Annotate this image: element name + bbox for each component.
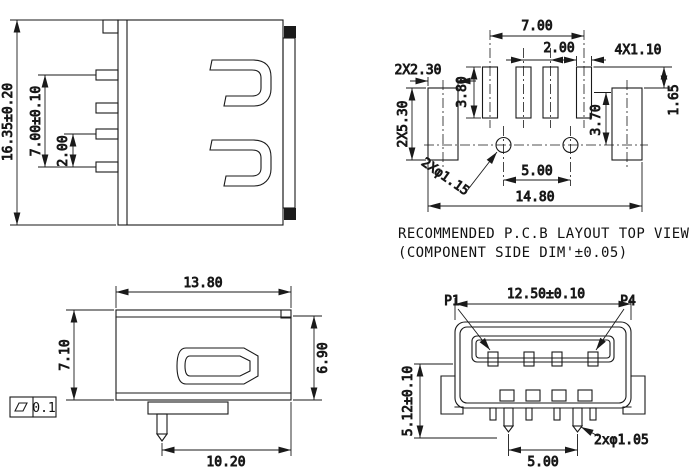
mounting-leg xyxy=(147,401,229,442)
latch-detail-outer xyxy=(176,347,259,385)
contact-3 xyxy=(551,351,563,367)
pcb-caption-line2: (COMPONENT SIDE DIM'±0.05) xyxy=(398,245,628,261)
dim-text-shield-pad-length: 2X5.30 xyxy=(396,101,411,148)
dim-overall-height: 16.35±0.20 xyxy=(1,19,116,226)
dim-overall-width: 14.80 xyxy=(427,162,643,212)
view-side-profile: 0.1 13.80 7.10 6.90 10.20 xyxy=(9,276,331,470)
foot-left xyxy=(440,375,464,415)
dim-text-overall-width: 14.80 xyxy=(515,190,554,205)
pcb-caption-line1: RECOMMENDED P.C.B LAYOUT TOP VIEW xyxy=(398,226,690,242)
dim-text-front-height: 5.12±0.10 xyxy=(401,366,416,436)
dim-text-shield-pad-width: 2X2.30 xyxy=(395,63,442,78)
dim-height-right: 6.90 xyxy=(293,315,331,401)
contact-1 xyxy=(487,351,499,367)
flatness-control-frame: 0.1 xyxy=(9,396,57,418)
dim-text-height-right: 6.90 xyxy=(316,342,331,373)
dim-pin-pitch: 2.00 xyxy=(56,133,96,167)
dim-text-pad-length: 3.80 xyxy=(455,76,470,107)
dim-front-height: 5.12±0.10 xyxy=(401,363,497,439)
dim-text-pin-span: 7.00±0.10 xyxy=(29,86,44,156)
connector-body-profile xyxy=(115,309,292,401)
contact-4 xyxy=(587,351,599,367)
dim-hole-row-offset: 3.70 xyxy=(589,92,611,145)
label-p4: P4 xyxy=(620,294,636,309)
dim-text-pad-row-span: 7.00 xyxy=(521,19,552,34)
dim-text-front-width: 12.50±0.10 xyxy=(507,287,585,302)
dim-shield-pad-width: 2X2.30 xyxy=(394,63,476,86)
dim-text-leg-offset: 10.20 xyxy=(206,455,245,470)
shell-tab-bottom xyxy=(284,208,296,220)
latch-detail-inner xyxy=(184,355,251,377)
dim-depth: 13.80 xyxy=(115,276,292,308)
contact-springs xyxy=(209,59,272,187)
shell-front xyxy=(454,321,632,409)
flatness-tolerance-text: 0.1 xyxy=(32,401,55,416)
mounting-feet xyxy=(440,375,646,415)
dim-pin-span: 7.00±0.10 xyxy=(29,74,96,168)
dim-front-width: 12.50±0.10 xyxy=(454,287,632,320)
dim-center-pad-pitch: 2.00 xyxy=(506,41,575,64)
dim-text-peg-dia: 2xφ1.05 xyxy=(594,433,649,448)
dim-peg-span: 5.00 xyxy=(508,434,578,470)
label-p1: P1 xyxy=(444,294,460,309)
contact-2 xyxy=(523,351,535,367)
dim-peg-dia: 2xφ1.05 xyxy=(580,426,649,448)
dim-text-pad-width: 4X1.10 xyxy=(615,43,662,58)
flatness-icon xyxy=(14,402,28,412)
view-pcb-layout: 7.00 2.00 4X1.10 2X2.30 3.80 xyxy=(394,19,690,261)
pegs-and-pins xyxy=(489,407,597,433)
tongue xyxy=(471,335,615,367)
dim-text-height-left: 7.10 xyxy=(58,339,73,370)
view-front: P1 P4 12.50±0.10 5.12±0.10 2xφ1.05 5.00 xyxy=(401,287,650,471)
foot-right xyxy=(622,375,646,415)
dim-text-peg-span: 5.00 xyxy=(527,455,558,470)
dim-text-hole-span: 5.00 xyxy=(521,164,552,179)
shell-bottom-windows xyxy=(499,389,593,402)
dim-text-overall-height: 16.35±0.20 xyxy=(1,83,16,161)
dim-pad-row-span: 7.00 xyxy=(490,19,584,40)
dim-height-left: 7.10 xyxy=(58,309,114,401)
dim-shield-pad-length: 2X5.30 xyxy=(396,87,426,161)
dim-text-pad-row-step: 1.65 xyxy=(667,84,682,115)
dim-pad-width: 4X1.10 xyxy=(562,43,662,66)
shell-tab-top xyxy=(284,26,296,38)
dim-text-depth: 13.80 xyxy=(183,276,222,291)
connector-body-side xyxy=(102,19,296,226)
dim-text-pin-pitch: 2.00 xyxy=(56,135,71,166)
dim-pad-length: 3.80 xyxy=(455,66,481,119)
dim-pad-row-step: 1.65 xyxy=(593,66,682,116)
dim-text-center-pad-pitch: 2.00 xyxy=(543,41,574,56)
dim-text-hole-row-offset: 3.70 xyxy=(589,104,604,135)
dim-hole-span: 5.00 xyxy=(503,164,571,184)
view-side-section: 16.35±0.20 7.00±0.10 2.00 xyxy=(1,19,296,226)
dim-leg-offset: 10.20 xyxy=(161,402,292,470)
